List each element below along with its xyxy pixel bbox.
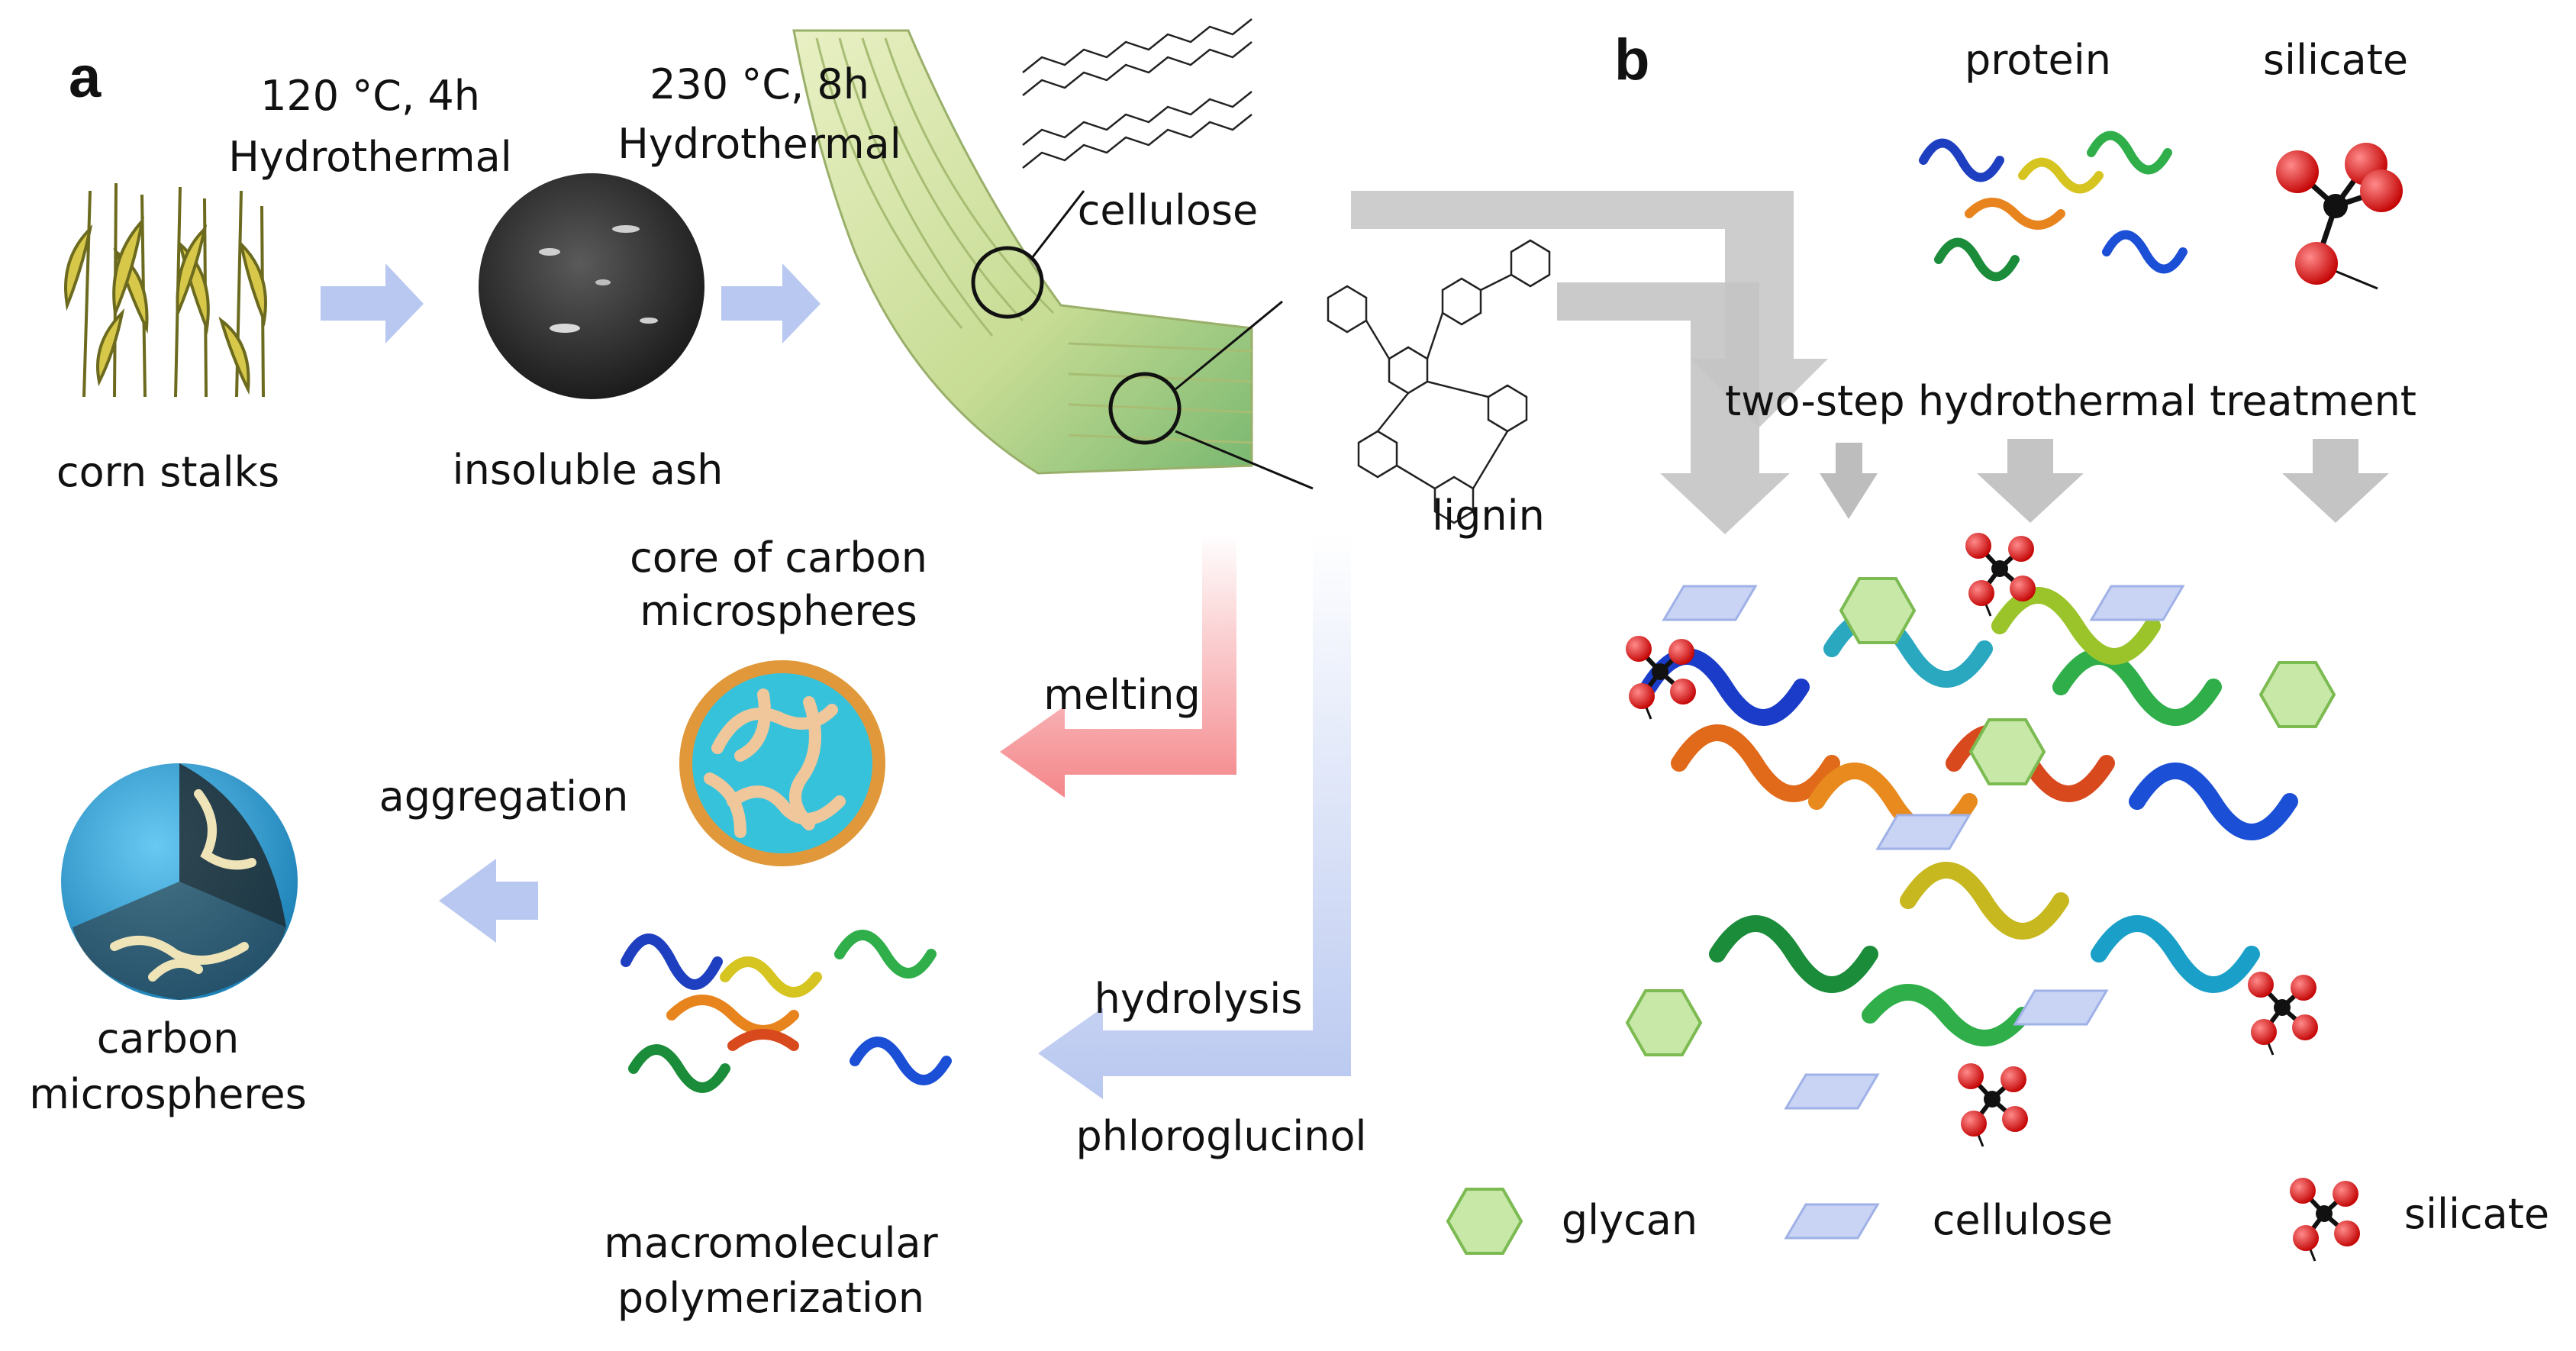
cellulose-para — [2013, 989, 2108, 1026]
phloroglucinol-label: phloroglucinol — [1075, 1112, 1367, 1160]
glycan-hex — [2259, 661, 2336, 728]
gray-arrow-4 — [1820, 443, 1878, 519]
silicate-molecule-icon — [2276, 143, 2403, 290]
legend-cellulose-icon — [1785, 1203, 1879, 1240]
core-label-line2: microspheres — [640, 587, 917, 635]
treatment-label: two-step hydrothermal treatment — [1725, 377, 2416, 425]
fiber-bundle-icon — [792, 29, 1314, 490]
aggregation-label: aggregation — [379, 772, 629, 821]
panel-label-a: a — [69, 45, 102, 110]
panel-label-b: b — [1614, 27, 1650, 92]
protein-top-icon — [1919, 131, 2188, 282]
step1-line1: 120 °C, 4h — [260, 72, 480, 120]
corn-stalk-icon — [64, 182, 267, 398]
macro-label-line2: polymerization — [617, 1274, 925, 1322]
cellulose-para — [2090, 585, 2184, 621]
arrow-step1 — [321, 263, 424, 343]
hydrolysis-arrow — [1038, 534, 1351, 1099]
cellulose-structure-icon — [1022, 18, 1253, 169]
carbon-sphere-icon — [61, 763, 298, 1000]
cellulose-para — [1876, 814, 1971, 850]
gray-arrows — [1351, 191, 1828, 534]
protein-ribbon-icon — [621, 930, 952, 1093]
core-label-line1: core of carbon — [630, 534, 927, 582]
legend-cellulose-label: cellulose — [1932, 1196, 2113, 1244]
glycan-hex — [1626, 989, 1702, 1056]
macro-label-line1: macromolecular — [604, 1219, 938, 1267]
corn-stalks-label: corn stalks — [56, 448, 280, 496]
arrow-step2 — [721, 263, 821, 343]
cellulose-para — [1662, 585, 1757, 621]
legend-silicate-label: silicate — [2404, 1190, 2550, 1238]
lignin-structure-icon — [1327, 239, 1551, 524]
melting-arrow — [1000, 534, 1236, 798]
legend-glycan-label: glycan — [1561, 1196, 1698, 1244]
core-disc-icon — [679, 660, 885, 866]
cellulose-para — [1785, 1073, 1879, 1110]
gray-arrow-3 — [2282, 439, 2389, 523]
protein-label: protein — [1965, 36, 2111, 84]
step2-line1: 230 °C, 8h — [650, 60, 869, 108]
hydrolysis-label: hydrolysis — [1094, 975, 1303, 1023]
melting-label: melting — [1043, 671, 1201, 719]
aggregation-arrow — [439, 859, 538, 943]
legend-silicate-icon — [2290, 1178, 2360, 1261]
legend-glycan-icon — [1446, 1188, 1523, 1255]
silicate-icon — [2248, 972, 2318, 1055]
silicate-icon — [1958, 1063, 2028, 1146]
silicate-top-label: silicate — [2262, 36, 2409, 84]
ash-disc-icon — [479, 173, 704, 399]
silicate-icon — [1626, 636, 1696, 719]
cellulose-label: cellulose — [1077, 186, 1259, 234]
gray-arrow-2 — [1977, 439, 2084, 523]
step1-line2: Hydrothermal — [228, 133, 512, 181]
carbon-label-line1: carbon — [96, 1014, 240, 1062]
insoluble-ash-label: insoluble ash — [452, 446, 724, 494]
lignin-label: lignin — [1432, 492, 1545, 540]
step2-line2: Hydrothermal — [617, 120, 901, 168]
carbon-label-line2: microspheres — [29, 1070, 307, 1118]
